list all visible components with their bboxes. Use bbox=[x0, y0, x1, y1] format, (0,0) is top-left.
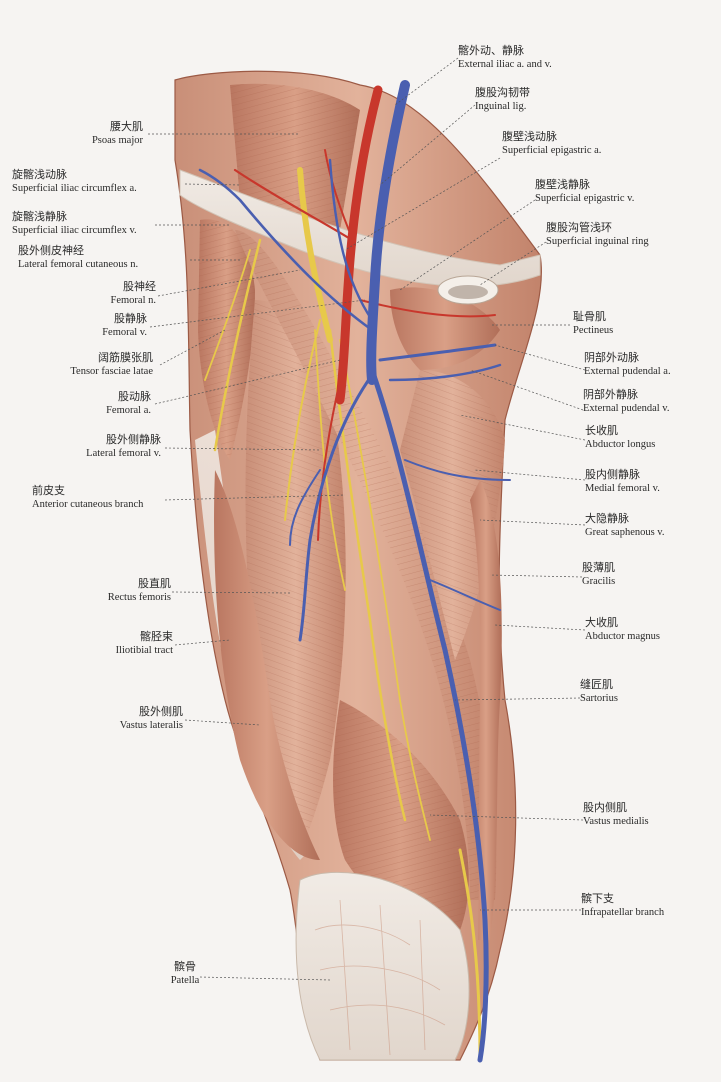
veins bbox=[198, 80, 511, 1063]
leader-lines bbox=[148, 57, 586, 981]
vastus-lateralis-muscle bbox=[214, 470, 320, 860]
patella-knee bbox=[295, 871, 470, 1061]
arteries bbox=[233, 85, 496, 541]
gracilis-muscle bbox=[470, 480, 502, 940]
